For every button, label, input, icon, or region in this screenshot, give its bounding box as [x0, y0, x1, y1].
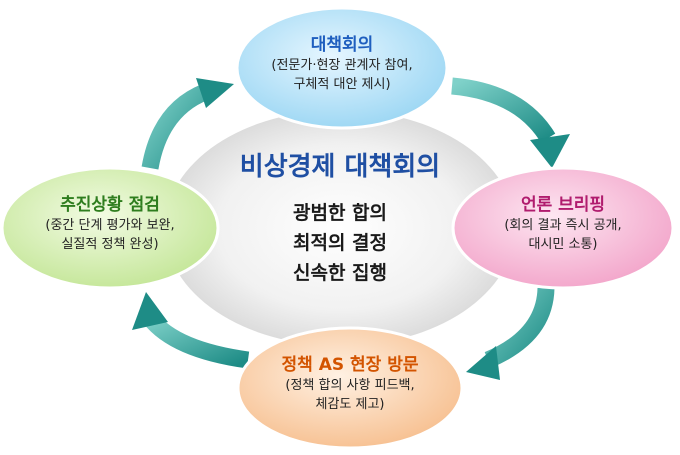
center-line-1: 광범한 합의: [292, 202, 387, 224]
node-right-title: 언론 브리핑: [520, 195, 606, 215]
arrow-right-to-bottom: [466, 287, 555, 380]
node-top-sub-2: 구체적 대안 제시): [293, 77, 391, 92]
arrow-top-to-right: [451, 77, 570, 168]
node-bottom-sub-2: 체감도 제고): [315, 397, 385, 412]
node-top-sub-1: (전문가·현장 관계자 참여,: [271, 58, 413, 73]
node-right-ellipse: [451, 166, 675, 290]
node-left-title: 추진상황 점검: [60, 195, 160, 215]
node-top-ellipse: [235, 6, 449, 130]
node-bottom-sub-1: (정책 합의 사항 피드백,: [285, 378, 415, 393]
node-bottom: 정책 AS 현장 방문 (정책 합의 사항 피드백, 체감도 제고): [245, 354, 455, 414]
center-line-3: 신속한 집행: [292, 262, 387, 284]
arrow-left-to-top: [141, 78, 234, 170]
arrow-bottom-to-left: [132, 292, 250, 369]
node-left-sub-1: (중간 단계 평가와 보완,: [45, 218, 175, 233]
center-ellipse: [165, 110, 515, 346]
node-top-title: 대책회의: [310, 35, 374, 55]
node-bottom-title: 정책 AS 현장 방문: [281, 355, 419, 375]
node-left-ellipse: [0, 166, 220, 290]
node-bottom-ellipse: [236, 326, 464, 450]
node-right: 언론 브리핑 (회의 결과 즉시 공개, 대시민 소통): [458, 194, 668, 254]
node-top: 대책회의 (전문가·현장 관계자 참여, 구체적 대안 제시): [242, 34, 442, 94]
center-line-2: 최적의 결정: [292, 232, 387, 254]
center-title: 비상경제 대책회의: [239, 152, 441, 182]
node-left-sub-2: 실질적 정책 완성): [61, 237, 159, 252]
node-right-sub-2: 대시민 소통): [528, 237, 598, 252]
center-block: 비상경제 대책회의 광범한 합의 최적의 결정 신속한 집행: [190, 150, 490, 288]
node-left: 추진상황 점검 (중간 단계 평가와 보완, 실질적 정책 완성): [8, 194, 212, 254]
node-right-sub-1: (회의 결과 즉시 공개,: [504, 218, 622, 233]
